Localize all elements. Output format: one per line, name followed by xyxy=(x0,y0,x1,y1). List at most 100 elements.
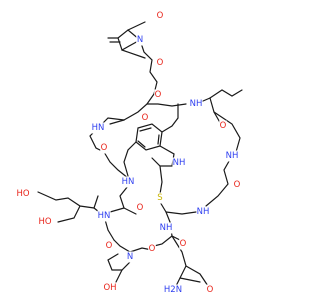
atom-text: HO xyxy=(38,217,51,227)
atom-text: O xyxy=(101,143,108,153)
atom-text: O xyxy=(157,11,164,21)
atom-text: HN xyxy=(122,177,135,187)
atom-label-bg xyxy=(156,10,164,22)
atom-label-o-cys: O xyxy=(148,243,156,255)
bond-15 xyxy=(137,127,160,148)
bond-1 xyxy=(127,21,146,31)
atom-text: NH xyxy=(173,158,186,168)
atom-label-bg xyxy=(156,192,164,204)
bond-18 xyxy=(103,151,129,179)
atom-text: O xyxy=(234,180,241,190)
atom-label-hn-left: HN xyxy=(91,122,105,134)
bond-31 xyxy=(153,235,173,247)
atom-label-o-asn-co: O xyxy=(179,238,187,250)
atom-label-bg xyxy=(97,210,111,222)
bond-26 xyxy=(165,211,197,215)
atom-label-bg xyxy=(126,251,134,263)
atom-label-bg xyxy=(136,34,144,46)
atom-label-bg xyxy=(141,112,149,124)
atom-text: NH xyxy=(190,99,203,109)
atom-text: O xyxy=(149,244,156,254)
bond-10 xyxy=(213,111,241,153)
bond-5 xyxy=(139,39,158,95)
bond-lines xyxy=(37,21,243,287)
atom-label-bg xyxy=(16,188,30,200)
bond-19 xyxy=(123,141,137,177)
atom-text: HN xyxy=(98,211,111,221)
atom-label-o-amide-left: O xyxy=(100,142,108,154)
atom-text: N xyxy=(127,252,133,262)
bond-20 xyxy=(205,155,233,207)
atom-label-bg xyxy=(121,176,135,188)
atom-text: O xyxy=(106,241,113,251)
atom-label-nh-right: NH xyxy=(225,150,239,162)
bond-28 xyxy=(57,205,81,223)
atom-label-ho-top: HO xyxy=(16,188,30,200)
atom-text: O xyxy=(142,113,149,123)
bond-6 xyxy=(123,93,155,121)
atom-text: HN xyxy=(92,123,105,133)
atom-label-o-maleimide-top: O xyxy=(156,10,164,22)
atom-label-bg xyxy=(219,120,227,132)
atom-label-bg xyxy=(225,150,239,162)
atom-label-o-thr: O xyxy=(136,202,144,214)
bond-17 xyxy=(161,103,179,133)
atom-label-bg xyxy=(189,98,203,110)
atom-label-hn-mid: HN xyxy=(121,176,135,188)
atom-text: O xyxy=(207,285,214,295)
atom-label-bg xyxy=(233,179,241,191)
atom-label-s-thioether: S xyxy=(156,192,164,204)
atom-label-nh-ile: NH xyxy=(189,98,203,110)
atom-label-bg xyxy=(196,206,210,218)
bond-38 xyxy=(185,265,209,287)
bond-27 xyxy=(37,191,105,217)
atom-label-hn-thr: HN xyxy=(97,210,111,222)
atom-label-nh-cys: NH xyxy=(196,206,210,218)
atom-text: NH xyxy=(160,223,173,233)
atom-label-bg xyxy=(136,202,144,214)
atom-text: NH xyxy=(226,151,239,161)
atom-text: O xyxy=(155,90,162,100)
atom-text: O xyxy=(157,58,164,68)
atom-label-bg xyxy=(156,57,164,69)
atom-text: O xyxy=(137,203,144,213)
atom-text: HO xyxy=(16,189,29,199)
atom-label-o-asn-side: O xyxy=(206,284,214,296)
atom-label-bg xyxy=(103,282,117,294)
atom-label-bg xyxy=(159,222,173,234)
bond-22 xyxy=(159,165,163,195)
atom-label-o-ring-ether: O xyxy=(141,112,149,124)
atom-label-bg xyxy=(154,89,162,101)
atom-label-o-ile: O xyxy=(219,120,227,132)
bond-35 xyxy=(115,269,123,283)
atom-label-bg xyxy=(163,284,183,296)
atom-label-o-pro: O xyxy=(105,240,113,252)
bond-7 xyxy=(146,103,187,107)
atom-text: N xyxy=(137,35,143,45)
atom-label-ho-thr: HO xyxy=(38,216,52,228)
bond-33 xyxy=(113,239,131,253)
atom-label-bg xyxy=(172,157,186,169)
atom-label-nh-asn: NH xyxy=(159,222,173,234)
bond-14 xyxy=(135,123,163,151)
atom-label-o-gly: O xyxy=(233,179,241,191)
atom-text: H2N xyxy=(164,285,182,295)
atom-label-h2n-asn: H2N xyxy=(163,284,183,296)
bond-39 xyxy=(179,277,201,283)
bond-8 xyxy=(195,89,243,105)
bond-24 xyxy=(119,185,137,215)
atom-label-bg xyxy=(179,238,187,250)
atom-label-bg xyxy=(206,284,214,296)
atom-label-o-maleimide-bot: O xyxy=(156,57,164,69)
atom-label-nh-indole: NH xyxy=(172,157,186,169)
atom-label-bg xyxy=(91,122,105,134)
bond-16 xyxy=(151,145,175,167)
bond-12 xyxy=(109,119,125,125)
bond-2 xyxy=(121,49,146,59)
atom-text: S xyxy=(157,193,162,203)
atom-text: O xyxy=(220,121,227,131)
atom-label-bg xyxy=(105,240,113,252)
